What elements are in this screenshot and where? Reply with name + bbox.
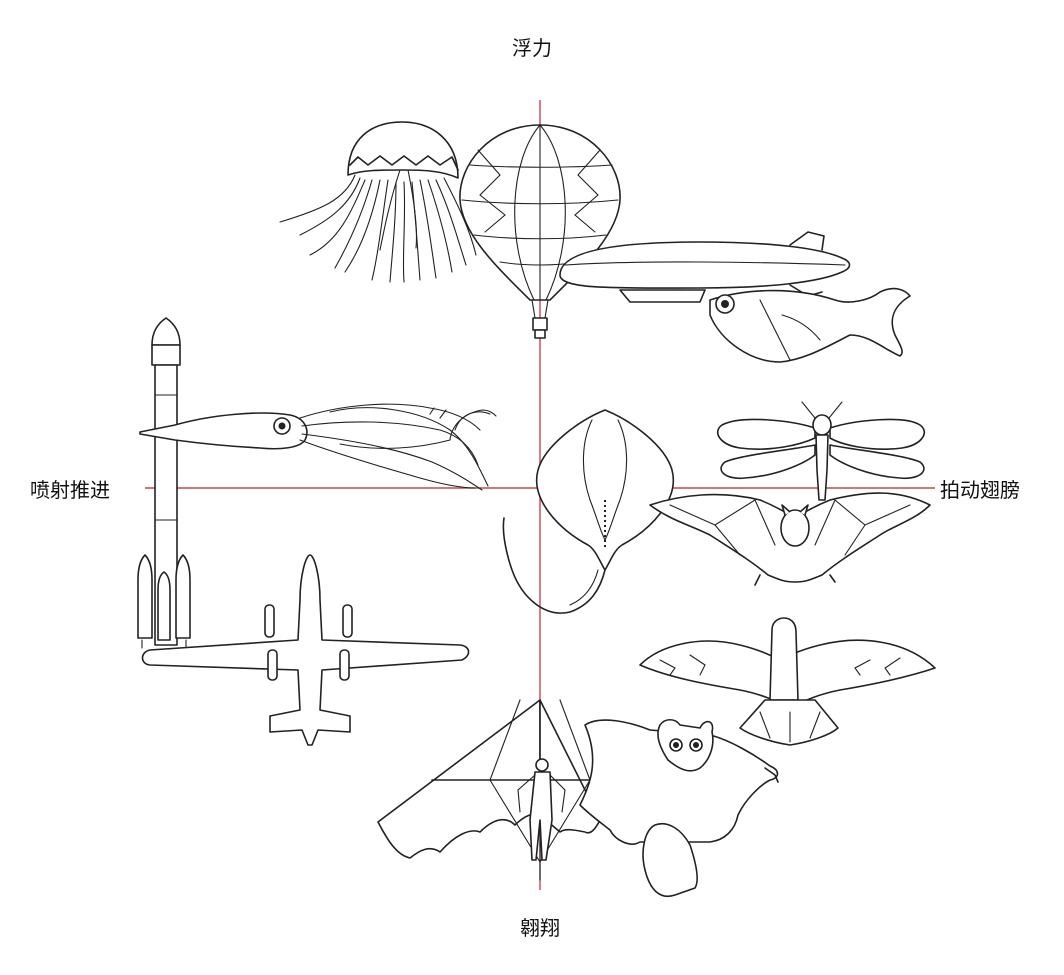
- manta-ray-illustration: [502, 409, 675, 614]
- airship-illustration: [559, 231, 851, 303]
- axis-label-bottom: 翱翔: [520, 916, 560, 940]
- squid-illustration: [139, 403, 497, 491]
- eagle-illustration: [639, 617, 936, 746]
- flying-squirrel-illustration: [579, 718, 779, 897]
- jellyfish-illustration: [279, 121, 477, 283]
- rocket-illustration: [137, 317, 191, 649]
- axis-label-left: 喷射推进: [30, 478, 110, 502]
- hatchetfish-illustration: [709, 287, 911, 363]
- airplane-illustration: [141, 554, 470, 746]
- axis-label-top: 浮力: [512, 36, 552, 60]
- axis-label-right: 拍动翅膀: [940, 478, 1020, 502]
- dragonfly-illustration: [716, 401, 926, 501]
- bat-illustration: [649, 492, 931, 586]
- hang-glider-illustration: [377, 699, 611, 881]
